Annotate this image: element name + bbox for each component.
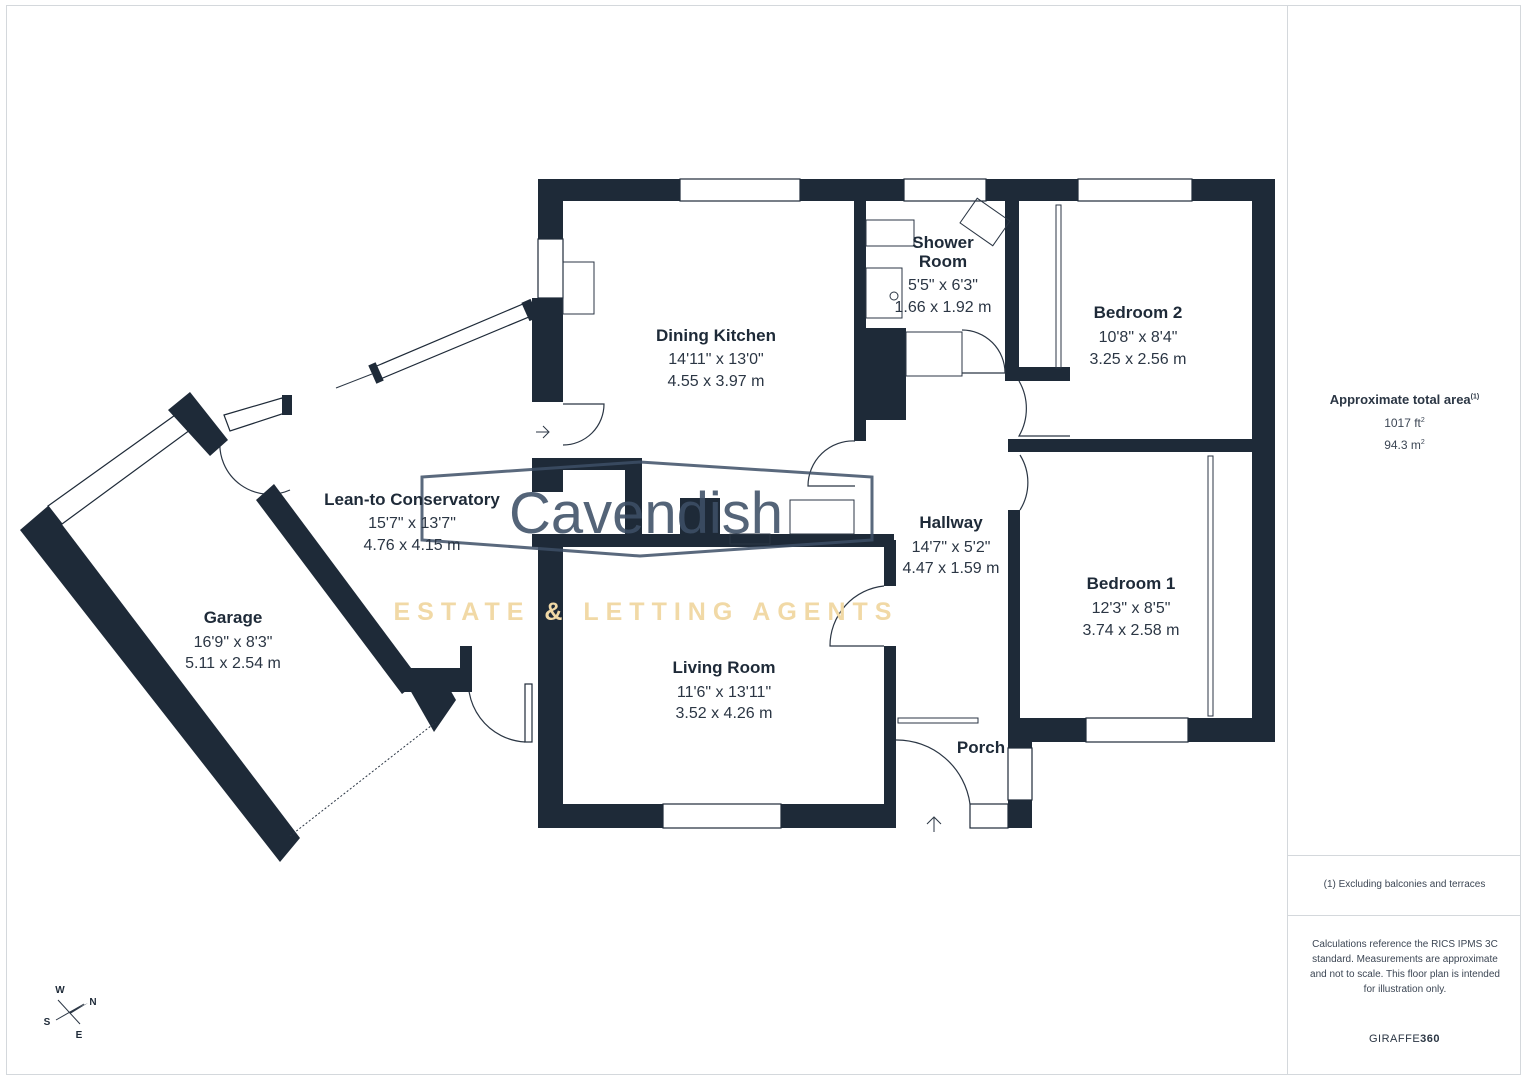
- room-dimensions-imperial: 16'9" x 8'3": [194, 634, 273, 651]
- room-garage: Garage 16'9" x 8'3" 5.11 x 2.54 m: [185, 608, 281, 672]
- room-name: Porch: [957, 738, 1005, 757]
- entrance-arrow-icon: [926, 816, 942, 832]
- fixtures: [562, 197, 1214, 724]
- watermark-brand: Cavendish: [509, 481, 783, 546]
- room-dimensions-metric: 5.11 x 2.54 m: [185, 655, 281, 672]
- room-dimensions-imperial: 14'7" x 5'2": [912, 539, 991, 556]
- room-hallway: Hallway 14'7" x 5'2" 4.47 x 1.59 m: [903, 513, 1000, 577]
- room-dining-kitchen: Dining Kitchen 14'11" x 13'0" 4.55 x 3.9…: [656, 326, 776, 390]
- sidebar-divider: [1288, 915, 1521, 916]
- room-dimensions-metric: 3.52 x 4.26 m: [676, 705, 773, 722]
- room-name: Hallway: [919, 513, 983, 532]
- room-shower-room: Shower Room 5'5" x 6'3" 1.66 x 1.92 m: [895, 233, 992, 316]
- room-porch: Porch: [957, 738, 1005, 757]
- conservatory-arrow-icon: [536, 425, 550, 439]
- total-area-ft-value: 1017 ft: [1384, 416, 1421, 430]
- room-dimensions-imperial: 10'8" x 8'4": [1099, 329, 1178, 346]
- room-dimensions-imperial: 15'7" x 13'7": [368, 515, 456, 532]
- room-name: Lean-to Conservatory: [324, 490, 500, 509]
- room-living-room: Living Room 11'6" x 13'11" 3.52 x 4.26 m: [673, 658, 776, 722]
- total-area-footnote-marker: (1): [1470, 393, 1480, 401]
- compass-w: W: [55, 985, 65, 996]
- doors: [219, 329, 1070, 805]
- room-name: Garage: [204, 608, 263, 627]
- room-name: Bedroom 1: [1087, 574, 1176, 593]
- compass-e: E: [76, 1030, 83, 1041]
- conservatory-glazing: [335, 298, 539, 389]
- room-dimensions-imperial: 12'3" x 8'5": [1092, 600, 1171, 617]
- area-footnote: (1) Excluding balconies and terraces: [1323, 879, 1486, 890]
- room-dimensions-metric: 4.47 x 1.59 m: [903, 560, 1000, 577]
- room-dimensions-metric: 1.66 x 1.92 m: [895, 299, 992, 316]
- room-dimensions-imperial: 5'5" x 6'3": [908, 277, 978, 294]
- compass-n: N: [89, 997, 96, 1008]
- total-area-title-text: Approximate total area: [1329, 392, 1471, 407]
- room-bedroom-2: Bedroom 2 10'8" x 8'4" 3.25 x 2.56 m: [1090, 303, 1187, 368]
- windows: [537, 178, 1193, 829]
- brand-light: GIRAFFE: [1368, 1033, 1421, 1045]
- room-name: Dining Kitchen: [656, 326, 776, 345]
- total-area-ft-sup: 2: [1420, 417, 1425, 424]
- compass-icon: W N S E: [44, 985, 97, 1041]
- page-frame: [6, 5, 1521, 1075]
- total-area-m-sup: 2: [1420, 439, 1425, 446]
- giraffe360-logo: GIRAFFE360: [1288, 1033, 1521, 1045]
- room-name-line2: Room: [919, 252, 967, 271]
- room-dimensions-metric: 4.55 x 3.97 m: [668, 373, 765, 390]
- total-area-m: 94.3 m2: [1288, 438, 1521, 452]
- room-dimensions-metric: 3.25 x 2.56 m: [1090, 351, 1187, 368]
- info-sidebar: Approximate total area(1) 1017 ft2 94.3 …: [1287, 5, 1521, 1075]
- total-area-ft: 1017 ft2: [1288, 416, 1521, 430]
- cavendish-watermark: Cavendish ESTATE & LETTING AGENTS: [394, 460, 899, 626]
- room-bedroom-1: Bedroom 1 12'3" x 8'5" 3.74 x 2.58 m: [1083, 574, 1180, 639]
- watermark-tagline: ESTATE & LETTING AGENTS: [394, 598, 899, 626]
- room-dimensions-imperial: 14'11" x 13'0": [668, 351, 763, 368]
- total-area-m-value: 94.3 m: [1384, 438, 1421, 452]
- room-dimensions-imperial: 11'6" x 13'11": [677, 684, 771, 701]
- brand-bold: 360: [1420, 1033, 1441, 1045]
- sidebar-divider: [1288, 855, 1521, 856]
- total-area-title: Approximate total area(1): [1288, 392, 1521, 407]
- room-dimensions-metric: 4.76 x 4.15 m: [364, 537, 461, 554]
- room-dimensions-metric: 3.74 x 2.58 m: [1083, 622, 1180, 639]
- garage-walls: [20, 392, 472, 862]
- compass-s: S: [44, 1017, 51, 1028]
- room-lean-to-conservatory: Lean-to Conservatory 15'7" x 13'7" 4.76 …: [324, 490, 500, 554]
- floor-plan: Cavendish ESTATE & LETTING AGENTS Dining…: [20, 178, 1275, 1041]
- room-name: Bedroom 2: [1094, 303, 1183, 322]
- measurement-disclaimer: Calculations reference the RICS IPMS 3C …: [1310, 939, 1500, 995]
- room-name-line1: Shower: [912, 233, 974, 252]
- room-name: Living Room: [673, 658, 776, 677]
